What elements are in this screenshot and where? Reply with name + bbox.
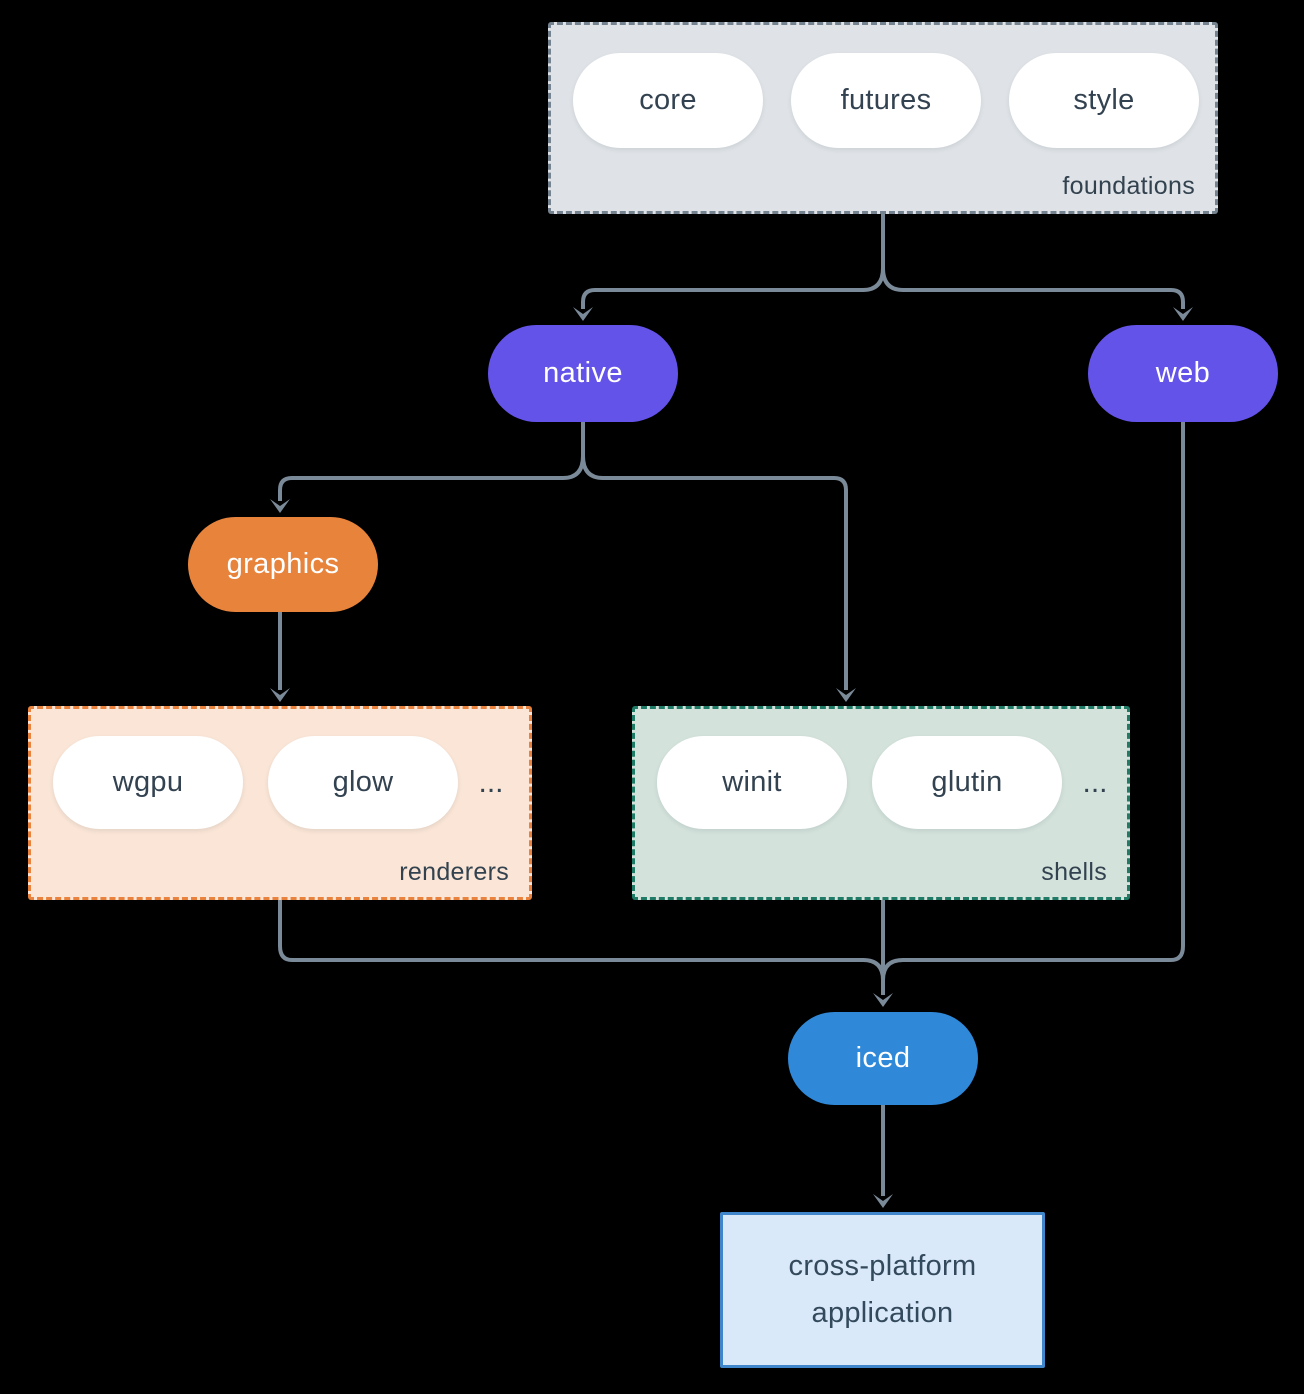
group-foundations: core futures style foundations [548,22,1218,214]
foundations-pill-row: core futures style [551,53,1215,148]
node-cross-platform-application: cross-platform application [720,1212,1045,1368]
edge-web-iced [881,422,1185,981]
arrow-down-icon [873,993,893,1007]
node-winit: winit [657,736,847,829]
arrowheads [270,307,1193,1208]
node-native: native [488,325,678,422]
node-core: core [573,53,763,148]
arrow-down-icon [873,1194,893,1208]
node-wgpu: wgpu [53,736,243,829]
node-web: web [1088,325,1278,422]
group-label-renderers: renderers [399,858,509,886]
node-futures: futures [791,53,981,148]
node-glow: glow [268,736,458,829]
node-style: style [1009,53,1199,148]
edge-native-shells [581,455,848,690]
edge-native-graphics [278,422,585,501]
node-glutin: glutin [872,736,1062,829]
arrow-down-icon [270,688,290,702]
group-renderers: wgpu glow ... renderers [28,706,532,900]
edge-renderers-iced [278,900,885,981]
renderers-ellipsis: ... [478,765,504,799]
arrow-down-icon [573,307,593,321]
arrow-down-icon [270,499,290,513]
group-shells: winit glutin ... shells [632,706,1130,900]
group-label-shells: shells [1041,858,1107,886]
node-iced: iced [788,1012,978,1105]
application-label-line1: cross-platform [788,1250,977,1282]
arrow-down-icon [1173,307,1193,321]
node-graphics: graphics [188,517,378,612]
application-label-line2: application [811,1297,954,1329]
edge-foundations-native [581,214,885,309]
edge-foundations-web [881,267,1185,309]
arrow-down-icon [836,688,856,702]
shells-ellipsis: ... [1082,765,1108,799]
group-label-foundations: foundations [1062,172,1195,200]
